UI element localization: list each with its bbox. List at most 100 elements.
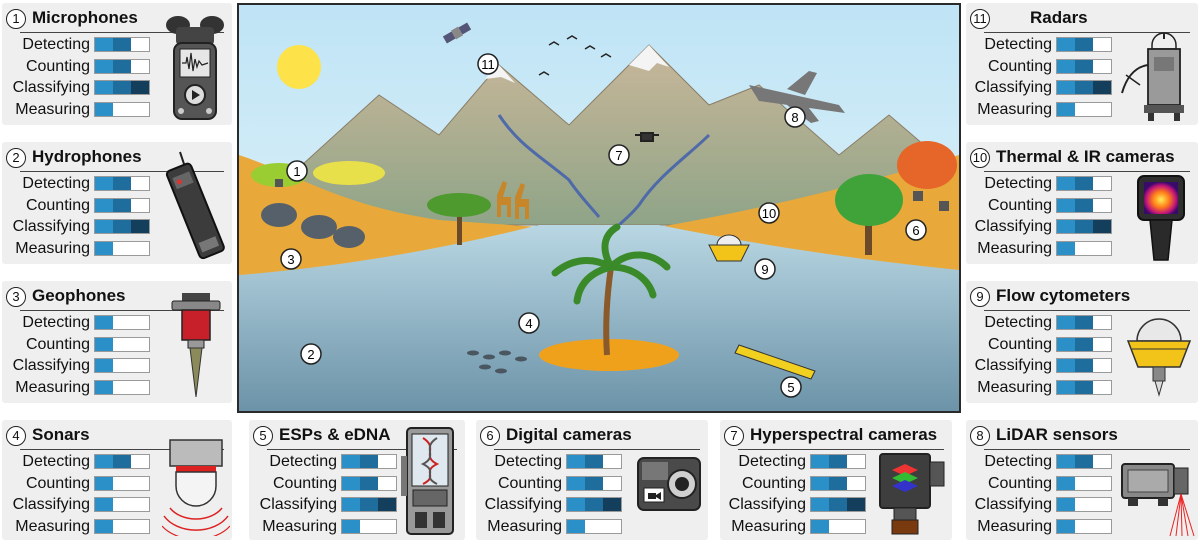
level-segment — [1093, 220, 1111, 233]
buoy-icon — [708, 234, 750, 262]
capability-label: Counting — [25, 474, 90, 492]
capability-label: Detecting — [22, 36, 90, 53]
capability-label: Classifying — [974, 218, 1052, 235]
level-segment — [1075, 455, 1093, 468]
camera-trap-icon — [275, 179, 949, 211]
level-segment — [95, 177, 113, 190]
hydrophone-icon — [160, 150, 230, 262]
panel-title: 7 Hyperspectral cameras — [724, 424, 946, 450]
level-segment — [95, 380, 113, 394]
capability-row-classifying: Classifying — [2, 495, 150, 515]
panel-number: 7 — [724, 426, 744, 446]
capability-level-bar — [94, 518, 150, 534]
level-segment — [1075, 38, 1093, 51]
capability-level-bar — [1056, 497, 1112, 512]
panel-name: Hydrophones — [32, 147, 142, 166]
capability-label: Classifying — [12, 79, 90, 96]
scene-marker: 9 — [761, 262, 768, 277]
capability-label: Counting — [25, 57, 90, 75]
level-segment — [95, 316, 113, 329]
river-icon — [497, 114, 711, 227]
flow-cytometer-buoy-icon — [1124, 311, 1194, 401]
capability-row-measuring: Measuring — [966, 517, 1112, 537]
capability-row-classifying: Classifying — [966, 495, 1112, 515]
panel-title: 6 Digital cameras — [480, 424, 702, 450]
elephant-icon — [261, 203, 365, 248]
panel-number: 10 — [970, 148, 990, 168]
capability-row-counting: Counting — [249, 474, 397, 494]
capability-label: Counting — [497, 474, 562, 492]
panel-title: 10 Thermal & IR cameras — [970, 146, 1192, 172]
capability-label: Counting — [272, 474, 337, 492]
capability-row-measuring: Measuring — [249, 517, 397, 537]
lidar-sensor-icon — [1118, 456, 1196, 538]
capability-label: Measuring — [731, 517, 806, 535]
capability-label: Classifying — [12, 218, 90, 235]
capability-row-classifying: Classifying — [476, 495, 622, 515]
capability-label: Counting — [987, 335, 1052, 353]
panel-number: 8 — [970, 426, 990, 446]
level-segment — [1057, 81, 1075, 94]
capability-level-bar — [1056, 475, 1112, 491]
capability-level-bar — [566, 518, 622, 534]
giraffe-icon — [497, 181, 529, 219]
panel-name: Digital cameras — [506, 425, 632, 444]
level-segment — [113, 177, 131, 190]
level-segment — [113, 81, 131, 94]
capability-level-bar — [1056, 336, 1112, 352]
level-segment — [1057, 476, 1075, 490]
capability-row-counting: Counting — [2, 335, 150, 355]
level-segment — [603, 498, 621, 511]
level-segment — [567, 476, 585, 490]
capability-level-bar — [94, 37, 150, 52]
level-segment — [829, 498, 847, 511]
level-segment — [342, 476, 360, 490]
level-segment — [1075, 220, 1093, 233]
capability-row-counting: Counting — [966, 57, 1112, 77]
capability-level-bar — [1056, 358, 1112, 373]
level-segment — [1057, 316, 1075, 329]
scene-marker: 1 — [293, 164, 300, 179]
capability-row-detecting: Detecting — [2, 452, 150, 472]
capability-row-measuring: Measuring — [966, 239, 1112, 259]
hyperspectral-camera-icon — [874, 448, 948, 538]
capability-row-classifying: Classifying — [966, 217, 1112, 237]
scene-marker: 8 — [791, 110, 798, 125]
capability-label: Detecting — [984, 453, 1052, 470]
capability-label: Classifying — [974, 79, 1052, 96]
microphone-recorder-icon — [162, 13, 228, 123]
capability-row-classifying: Classifying — [2, 217, 150, 237]
capability-row-detecting: Detecting — [2, 35, 150, 55]
level-segment — [131, 220, 149, 233]
capability-level-bar — [94, 497, 150, 512]
title-underline — [20, 449, 224, 450]
title-underline — [20, 32, 224, 33]
level-segment — [829, 455, 847, 468]
capability-label: Detecting — [984, 175, 1052, 192]
level-segment — [95, 81, 113, 94]
scene-marker: 4 — [525, 316, 532, 331]
level-segment — [378, 498, 396, 511]
capability-row-classifying: Classifying — [2, 78, 150, 98]
level-segment — [113, 38, 131, 51]
capability-row-detecting: Detecting — [2, 313, 150, 333]
capability-level-bar — [1056, 101, 1112, 117]
capability-row-measuring: Measuring — [476, 517, 622, 537]
capability-row-counting: Counting — [966, 335, 1112, 355]
level-segment — [1057, 359, 1075, 372]
capability-level-bar — [1056, 176, 1112, 191]
digital-camera-icon — [634, 450, 704, 516]
geophone-icon — [168, 291, 224, 401]
capability-label: Measuring — [15, 239, 90, 257]
capability-row-measuring: Measuring — [720, 517, 866, 537]
capability-level-bar — [94, 80, 150, 95]
radar-unit-icon — [1118, 31, 1196, 123]
level-segment — [95, 102, 113, 116]
level-segment — [360, 498, 378, 511]
title-underline — [20, 171, 224, 172]
level-segment — [811, 455, 829, 468]
fish-school-icon — [467, 350, 527, 374]
